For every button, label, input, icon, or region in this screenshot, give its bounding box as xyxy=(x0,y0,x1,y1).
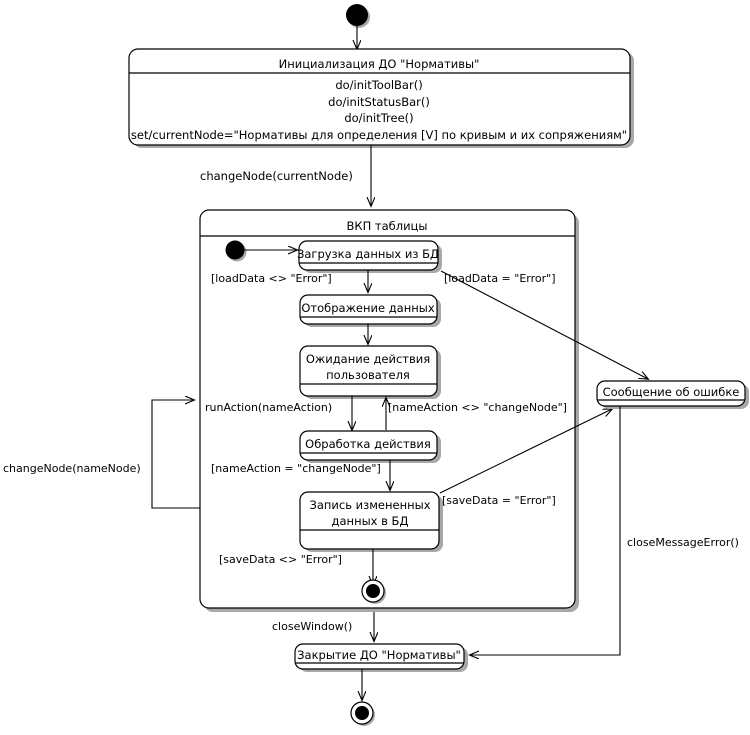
state-close-title: Закрытие ДО "Нормативы" xyxy=(297,648,461,662)
state-process-action-title: Обработка действия xyxy=(305,437,431,451)
state-load-data-title: Загрузка данных из БД xyxy=(297,247,439,261)
state-init[interactable]: Инициализация ДО "Нормативы" do/initTool… xyxy=(128,48,634,148)
state-init-action-1: do/initStatusBar() xyxy=(328,95,430,109)
state-show-data-title: Отображение данных xyxy=(301,301,435,315)
label-close-message-error: closeMessageError() xyxy=(627,536,739,549)
state-init-title: Инициализация ДО "Нормативы" xyxy=(279,57,480,71)
state-wait-action[interactable]: Ожидание действия пользователя xyxy=(299,345,441,399)
initial-state-inner xyxy=(225,240,247,262)
label-change-node-current: changeNode(currentNode) xyxy=(200,169,353,183)
label-save-err: [saveData = "Error"] xyxy=(442,494,556,507)
state-error-message[interactable]: Сообщение об ошибке xyxy=(596,380,749,409)
final-state-inner xyxy=(361,579,386,604)
state-init-action-0: do/initToolBar() xyxy=(335,78,422,92)
state-save-data-title-2: данных в БД xyxy=(332,514,409,528)
state-error-message-title: Сообщение об ошибке xyxy=(603,385,740,399)
label-load-err: [loadData = "Error"] xyxy=(444,272,556,285)
initial-state-start xyxy=(346,4,370,28)
composite-state-table[interactable]: ВКП таблицы xyxy=(199,209,579,612)
transition-error-to-close: closeMessageError() xyxy=(470,406,739,655)
label-change-node-name: changeNode(nameNode) xyxy=(3,462,141,475)
label-close-window: closeWindow() xyxy=(272,620,352,633)
label-name-action-eq: [nameAction = "changeNode"] xyxy=(211,462,381,475)
label-run-action: runAction(nameAction) xyxy=(205,401,332,414)
state-save-data[interactable]: Запись измененных данных в БД xyxy=(299,491,443,552)
state-init-action-2: do/initTree() xyxy=(344,111,413,125)
transition-save-to-error xyxy=(439,409,612,494)
state-close[interactable]: Закрытие ДО "Нормативы" xyxy=(294,643,468,672)
final-state xyxy=(350,701,375,726)
transition-change-node-loop: changeNode(nameNode) xyxy=(3,400,200,509)
state-wait-action-title-2: пользователя xyxy=(326,368,410,382)
state-save-data-title-1: Запись измененных xyxy=(309,498,430,512)
label-name-action-ne: [nameAction <> "changeNode"] xyxy=(388,401,567,414)
state-show-data[interactable]: Отображение данных xyxy=(299,294,441,327)
state-load-data[interactable]: Загрузка данных из БД xyxy=(297,240,442,273)
state-wait-action-title-1: Ожидание действия xyxy=(306,352,430,366)
state-init-action-3: set/currentNode="Нормативы для определен… xyxy=(131,128,627,142)
state-process-action[interactable]: Обработка действия xyxy=(299,430,441,463)
composite-state-title: ВКП таблицы xyxy=(347,219,428,233)
transition-load-to-error xyxy=(440,270,648,379)
label-load-ok: [loadData <> "Error"] xyxy=(211,272,332,285)
label-save-ok: [saveData <> "Error"] xyxy=(219,553,342,566)
